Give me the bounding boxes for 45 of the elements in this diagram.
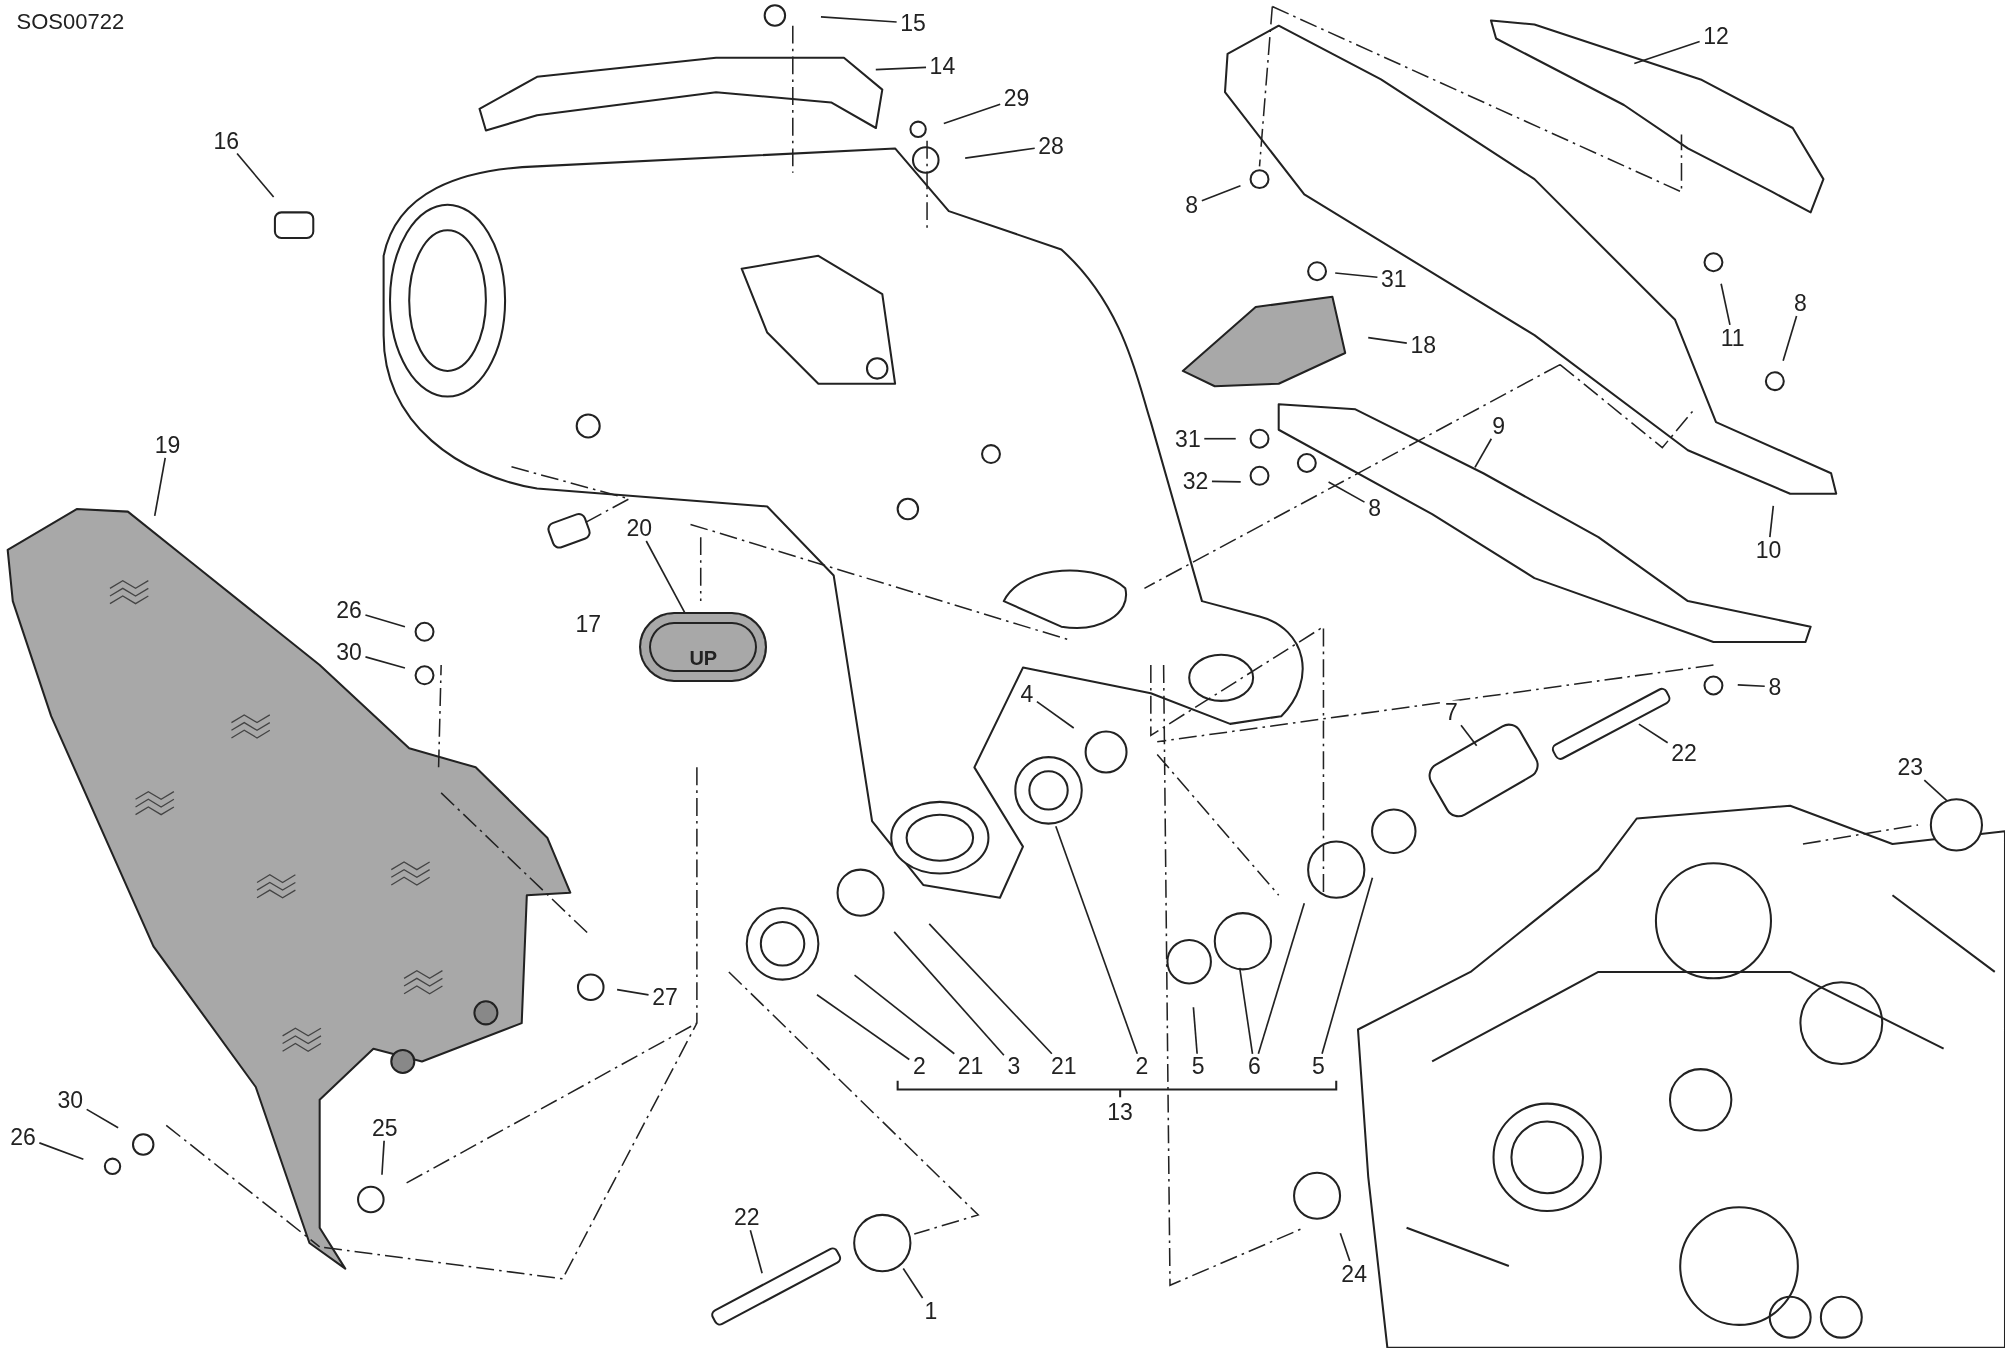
- leader-line: [893, 931, 1005, 1056]
- leader-line: [1192, 1006, 1198, 1055]
- leader-line: [1782, 315, 1798, 362]
- leader-line: [1638, 723, 1669, 744]
- leader-line: [820, 16, 898, 23]
- leader-line: [1055, 825, 1139, 1055]
- leader-line: [381, 1139, 385, 1176]
- leader-line: [942, 103, 1002, 125]
- callout-number: 13: [1107, 1100, 1133, 1124]
- leader-line: [1321, 876, 1374, 1055]
- leader-line: [1460, 724, 1478, 747]
- leader-line: [1036, 700, 1075, 729]
- leader-line: [1238, 967, 1254, 1055]
- leader-line: [853, 974, 956, 1055]
- leader-line: [1203, 437, 1237, 440]
- leader-line: [1720, 282, 1731, 326]
- leader-line: [1923, 779, 1948, 802]
- leader-line: [1474, 437, 1493, 469]
- leader-line: [1633, 40, 1701, 65]
- rubber-plug: UP: [639, 612, 768, 682]
- leader-line: [1334, 272, 1379, 279]
- leader-line: [749, 1229, 763, 1275]
- leader-line: [616, 988, 650, 996]
- leader-line: [1367, 336, 1408, 344]
- leader-line: [1339, 1232, 1351, 1262]
- leader-line: [85, 1108, 119, 1129]
- leader-line: [236, 152, 275, 198]
- leader-line: [1736, 684, 1766, 688]
- leader-line: [153, 457, 167, 517]
- leader-line: [964, 147, 1036, 159]
- leader-line: [902, 1267, 924, 1299]
- leader-line: [1327, 481, 1366, 503]
- leader-line: [364, 614, 406, 628]
- leader-line: [874, 66, 927, 71]
- drawing-code: SOS00722: [16, 10, 125, 33]
- leader-line: [928, 923, 1053, 1055]
- leader-line: [645, 540, 686, 614]
- leader-line: [1769, 505, 1775, 538]
- callout-number: 17: [575, 612, 601, 636]
- leader-line: [816, 993, 911, 1061]
- leader-line: [1257, 902, 1306, 1055]
- leader-line: [364, 656, 406, 669]
- leader-line: [1211, 480, 1242, 483]
- leader-line: [1201, 184, 1242, 202]
- leader-line: [38, 1142, 85, 1161]
